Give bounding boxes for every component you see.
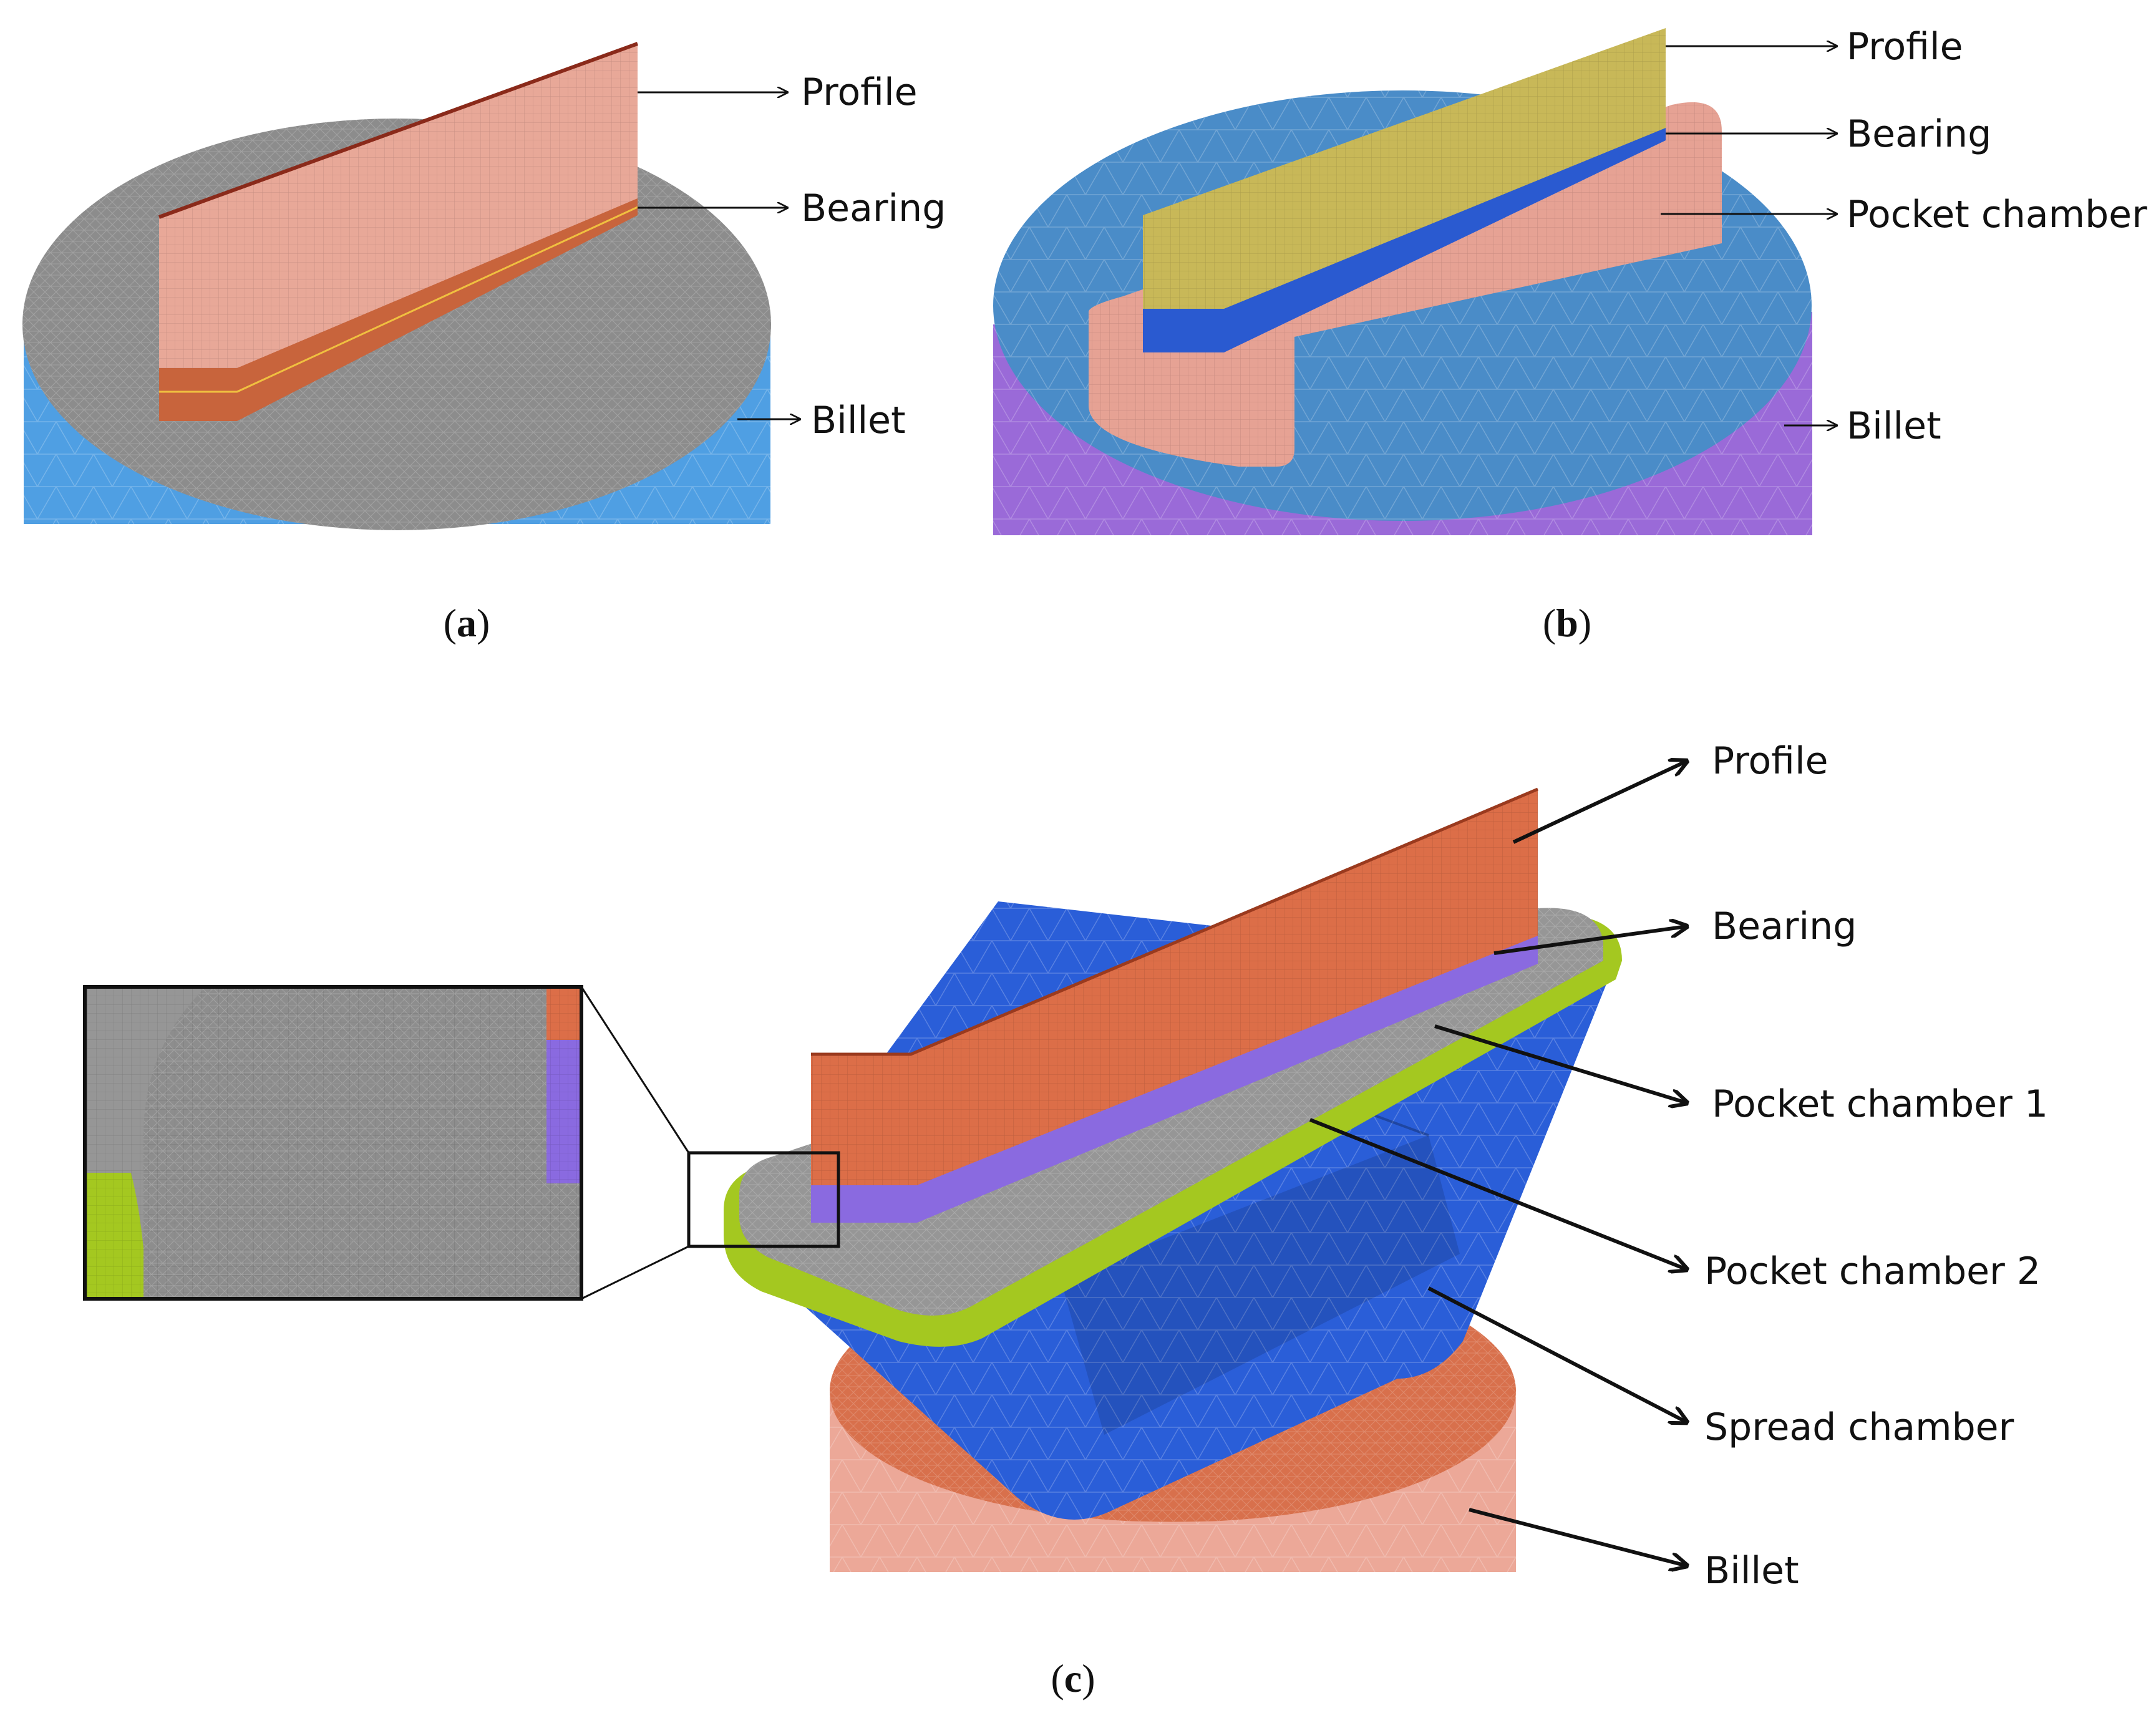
arrow-c-pocket2 — [1309, 1118, 1687, 1269]
label-b-pocket: Pocket chamber — [1847, 193, 2147, 236]
label-c-profile: Profile — [1712, 739, 1828, 783]
label-b-bearing: Bearing — [1847, 112, 1991, 156]
label-c-pocket2: Pocket chamber 2 — [1704, 1250, 2041, 1293]
zoom-source-box — [687, 1151, 840, 1248]
label-b-billet: Billet — [1847, 404, 1941, 448]
arrow-c-profile — [1512, 761, 1687, 844]
bearing-b — [1143, 128, 1666, 352]
arrow-c-billet — [1469, 1508, 1687, 1566]
panel-c: Profile Bearing Pocket chamber 1 Pocket … — [83, 739, 2048, 1701]
panel-b: Profile Bearing Pocket chamber Billet (b… — [993, 25, 2147, 645]
arrow-c-spread — [1427, 1286, 1687, 1422]
arrow-c-bearing — [1493, 926, 1687, 955]
label-a-profile: Profile — [801, 70, 918, 114]
label-c-bearing: Bearing — [1712, 905, 1857, 948]
panel-a: Profile Bearing Billet (a) — [22, 42, 946, 645]
label-c-spread: Spread chamber — [1704, 1405, 2014, 1449]
label-c-pocket1: Pocket chamber 1 — [1712, 1082, 2048, 1126]
label-a-billet: Billet — [811, 399, 906, 442]
caption-c: (c) — [1051, 1656, 1095, 1701]
label-b-profile: Profile — [1847, 25, 1963, 69]
label-c-billet: Billet — [1704, 1549, 1799, 1593]
arrow-c-pocket1 — [1434, 1024, 1687, 1103]
caption-b: (b) — [1543, 601, 1591, 645]
bearing-a — [159, 198, 638, 421]
zoom-inset — [83, 985, 583, 1301]
bearing-c — [811, 936, 1538, 1223]
caption-a: (a) — [444, 601, 490, 645]
label-a-bearing: Bearing — [801, 187, 946, 230]
